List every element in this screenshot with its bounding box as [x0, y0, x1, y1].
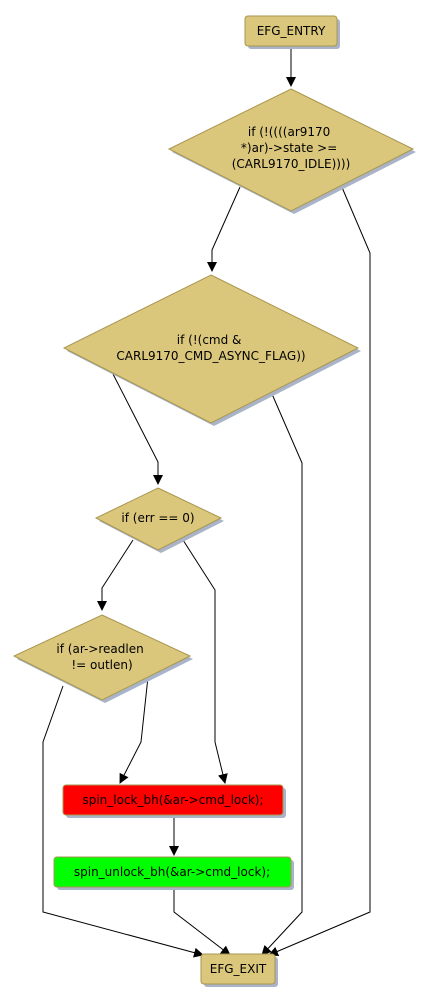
node-cond-readlen-line-1: if (ar->readlen — [56, 642, 143, 656]
node-cond-state: if (!((((ar9170 *)ar)->state >= (CARL917… — [167, 88, 416, 214]
node-cond-err-label: if (err == 0) — [121, 511, 194, 525]
node-exit-label: EFG_EXIT — [210, 962, 267, 976]
node-exit: EFG_EXIT — [200, 953, 278, 987]
edge-cond-state-to-cond-cmd — [207, 186, 241, 272]
edge-cond-readlen-to-exit — [42, 685, 204, 958]
node-cond-state-line-3: (CARL9170_IDLE)))) — [232, 157, 351, 171]
edge-cond-cmd-to-exit — [261, 393, 303, 956]
node-cond-readlen-line-2: != outlen) — [71, 658, 132, 672]
node-cond-cmd-line-2: CARL9170_CMD_ASYNC_FLAG)) — [116, 349, 305, 363]
edge-cond-state-to-exit — [268, 184, 371, 957]
edge-cond-err-to-cond-readlen — [97, 539, 134, 611]
edges — [42, 45, 371, 958]
node-spin-lock: spin_lock_bh(&ar->cmd_lock); — [62, 784, 286, 818]
edge-cond-readlen-to-spin-lock — [119, 676, 149, 784]
node-spin-unlock-label: spin_unlock_bh(&ar->cmd_lock); — [74, 865, 270, 879]
node-cond-state-line-1: if (!((((ar9170 — [248, 125, 330, 139]
edge-cond-cmd-to-cond-err — [112, 373, 163, 485]
node-cond-err: if (err == 0) — [94, 487, 224, 553]
edge-spin-unlock-to-exit — [173, 887, 231, 956]
node-entry: EFG_ENTRY — [244, 15, 340, 49]
node-cond-readlen: if (ar->readlen != outlen) — [12, 614, 193, 703]
node-cond-cmd: if (!(cmd & CARL9170_CMD_ASYNC_FLAG)) — [62, 274, 361, 426]
node-cond-state-line-2: *)ar)->state >= — [241, 141, 337, 155]
edge-cond-err-to-spin-lock — [182, 539, 228, 784]
node-cond-cmd-text: if (!(cmd & CARL9170_CMD_ASYNC_FLAG)) — [116, 333, 305, 363]
node-entry-label: EFG_ENTRY — [257, 24, 326, 38]
node-spin-lock-label: spin_lock_bh(&ar->cmd_lock); — [82, 793, 263, 807]
node-cond-readlen-text: if (ar->readlen != outlen) — [56, 642, 147, 672]
node-spin-unlock: spin_unlock_bh(&ar->cmd_lock); — [53, 856, 294, 890]
node-cond-state-text: if (!((((ar9170 *)ar)->state >= (CARL917… — [232, 125, 351, 171]
node-cond-cmd-line-1: if (!(cmd & — [177, 333, 242, 347]
